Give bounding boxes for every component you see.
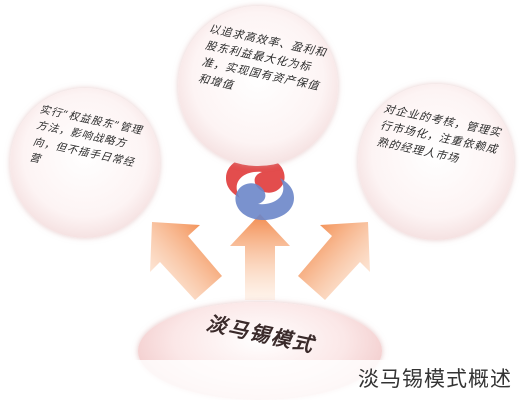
right-arrow <box>298 222 370 300</box>
left-arrow <box>150 222 222 300</box>
caption-text: 淡马锡模式概述 <box>358 367 512 391</box>
right-bubble <box>358 84 514 240</box>
left-bubble <box>10 88 160 238</box>
swirl-logo-icon <box>226 155 294 221</box>
center-arrow <box>230 214 290 300</box>
caption-band <box>0 360 520 400</box>
top-bubble <box>178 6 338 166</box>
